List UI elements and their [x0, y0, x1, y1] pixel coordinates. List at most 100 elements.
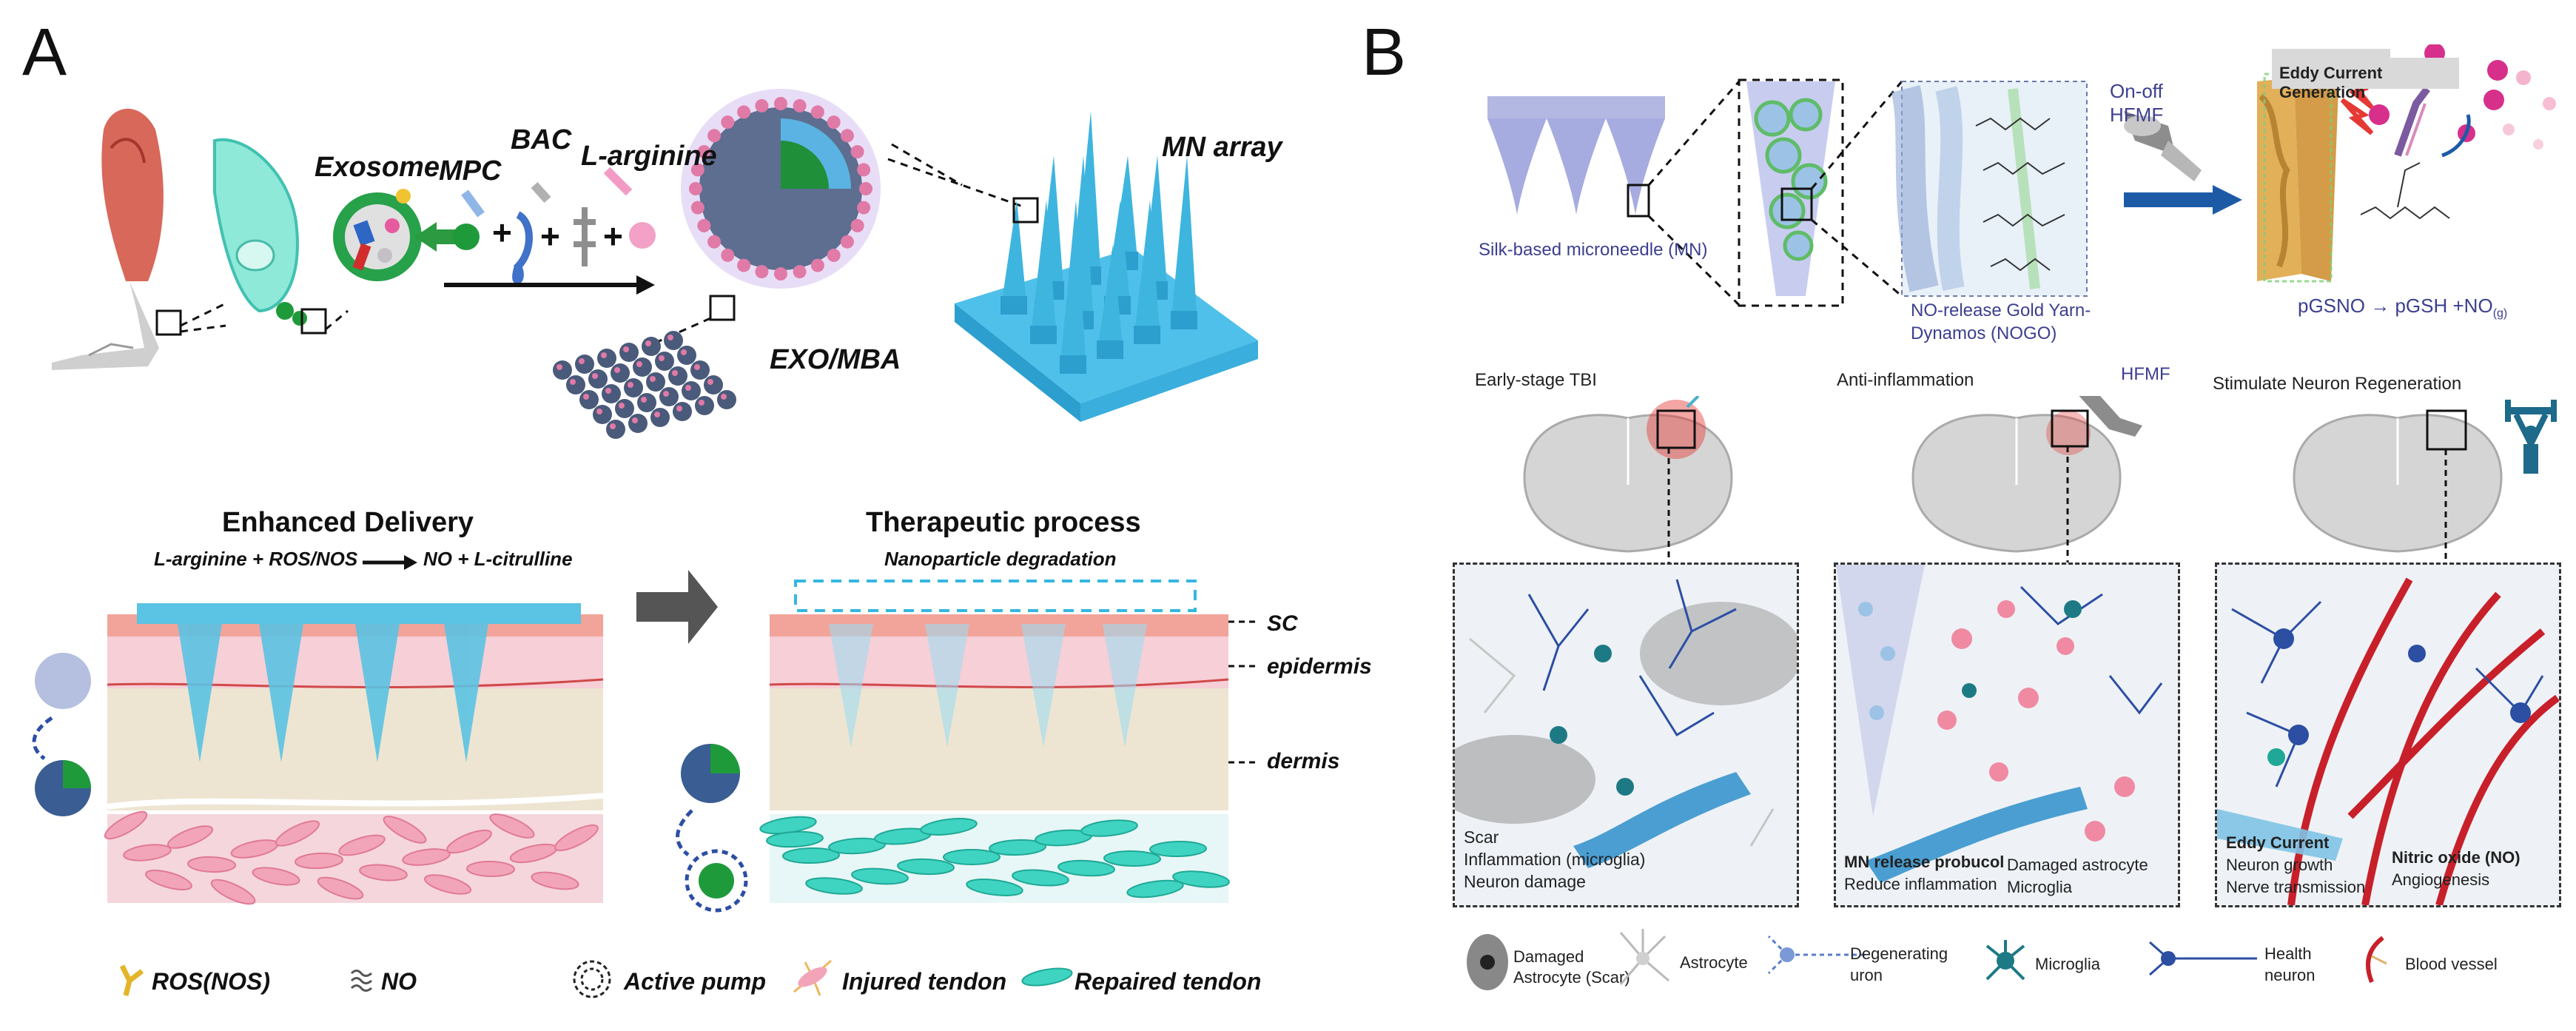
label-bac: BAC	[511, 124, 572, 155]
tendon-cells-repaired	[759, 816, 1230, 899]
needle-zoom-illustration	[1738, 78, 1844, 307]
exo-mba-surface-dots	[689, 97, 872, 281]
side-nanoparticle	[35, 653, 91, 709]
strength-icon	[2505, 400, 2557, 474]
enhanced-delivery-title: Enhanced Delivery	[222, 507, 474, 538]
brain-regeneration	[2293, 409, 2503, 553]
stage-early-tbi: Early-stage TBI	[1475, 370, 1597, 390]
legend-no-icon	[350, 970, 372, 992]
hfmf-device-illustration	[2124, 111, 2202, 181]
box3-nitric-oxide: Nitric oxide (NO)	[2392, 848, 2520, 867]
microneedles-left	[178, 624, 488, 762]
legend-microglia-icon	[1985, 940, 2025, 981]
process-arrow	[636, 570, 718, 644]
enhanced-delivery-equation-left: L-arginine + ROS/NOS	[154, 548, 358, 570]
stage-stimulate-regeneration: Stimulate Neuron Regeneration	[2213, 374, 2462, 394]
regeneration-illustration	[2217, 577, 2559, 905]
equation-arrow	[363, 555, 417, 570]
label-l-arginine: L-arginine	[581, 141, 717, 172]
legend-no-label: NO	[381, 968, 417, 995]
silk-microneedle-illustration	[1487, 96, 1665, 218]
label-pgsno: pGSNO → pGSH +NO(g)	[2298, 295, 2507, 320]
l-arginine-particle	[629, 222, 656, 249]
mpc-particle	[453, 224, 480, 250]
therapeutic-process-title: Therapeutic process	[866, 507, 1141, 538]
label-onoff-line2: HFMF	[2110, 104, 2164, 126]
nogo-polymer-illustration	[1891, 81, 2088, 297]
stage-anti-inflammation: Anti-inflammation	[1837, 370, 1974, 390]
cell-box-regeneration	[2215, 562, 2561, 907]
nanoparticle-lattice-cube	[553, 331, 736, 439]
box3-neuron-growth: Neuron growth	[2226, 856, 2333, 874]
activation-arrow	[2124, 185, 2242, 215]
panel-a-top-schematic: + + +	[52, 89, 1258, 439]
skin-cross-sections	[32, 570, 1258, 913]
legend-blood-vessel-icon	[2366, 936, 2387, 984]
bac-molecule	[574, 207, 596, 266]
box2-damaged-astrocyte: Damaged astrocyte	[2007, 856, 2148, 874]
legend-active-pump-label: Active pump	[624, 968, 767, 995]
layer-label-dermis: dermis	[1267, 749, 1340, 773]
label-silk-microneedle: Silk-based microneedle (MN)	[1479, 240, 1708, 260]
eddy-current-banner: Eddy Current Generation	[2272, 58, 2459, 101]
cell-box-anti-inflammation	[1834, 562, 2180, 907]
exo-mba-nanoparticle	[681, 89, 881, 289]
layer-label-epidermis: epidermis	[1267, 654, 1372, 679]
panel-b-top-schematic	[1487, 44, 2556, 307]
label-onoff-line1: On-off	[2110, 80, 2163, 102]
brain-sections	[1523, 396, 2557, 562]
box2-mn-release: MN release probucol	[1844, 853, 2005, 871]
legend-degenerating-neuron-icon	[1767, 935, 1869, 975]
plus-sign-2: +	[540, 217, 560, 255]
mn-array-needles	[1001, 111, 1197, 374]
plus-sign-3: +	[603, 217, 623, 255]
legend-blood-vessel-label: Blood vessel	[2405, 955, 2498, 973]
legend-health-line2: neuron	[2264, 966, 2316, 984]
box3-nerve-transmission: Nerve transmission	[2226, 878, 2366, 896]
legend-degenerating-line1: Degenerating	[1850, 944, 1948, 963]
legend-ros-icon	[119, 964, 144, 996]
legend-active-pump-icon	[573, 960, 611, 998]
tendon-cell-illustration	[213, 138, 307, 326]
exosome-illustration	[333, 189, 422, 281]
legend-health-line1: Health	[2264, 944, 2312, 963]
box1-inflammation: Inflammation (microglia)	[1464, 850, 1646, 869]
enhanced-delivery-equation-right: NO + L-citrulline	[423, 548, 573, 570]
leg-muscle-illustration	[52, 108, 164, 370]
label-mn-array: MN array	[1162, 132, 1282, 163]
legend-health-neuron-icon	[2149, 941, 2257, 976]
label-mpc: MPC	[439, 155, 502, 187]
legend-damaged-line2: Astrocyte (Scar)	[1513, 968, 1630, 987]
legend-injured-tendon-icon	[793, 959, 832, 996]
legend-damaged-astrocyte-icon	[1467, 934, 1508, 990]
stage-hfmf-label: HFMF	[2121, 364, 2170, 384]
label-exosome: Exosome	[315, 152, 440, 183]
bac-molecule-blue	[512, 211, 533, 284]
panel-letter-b: B	[1362, 16, 1407, 90]
panel-letter-a: A	[22, 16, 67, 90]
early-tbi-illustration	[1455, 579, 1797, 868]
legend-damaged-line1: Damaged	[1513, 947, 1584, 966]
eddy-current-label: Eddy Current Generation	[2279, 64, 2383, 101]
legend-repaired-tendon-label: Repaired tendon	[1075, 968, 1262, 995]
cell-box-early-tbi	[1453, 562, 1799, 907]
pgsno-text: pGSNO → pGSH +NO	[2298, 295, 2493, 317]
layer-label-sc: SC	[1267, 611, 1298, 636]
box1-scar: Scar	[1464, 827, 1499, 847]
label-nogo-line2: Dynamos (NOGO)	[1911, 323, 2057, 343]
microneedles-right	[829, 624, 1147, 748]
legend-astrocyte-icon	[1619, 929, 1669, 985]
legend-injured-tendon-label: Injured tendon	[842, 968, 1007, 995]
legend-repaired-tendon-icon	[1021, 967, 1073, 987]
anti-inflammation-illustration	[1836, 565, 2163, 883]
brain-anti-inflammation	[1911, 396, 2142, 553]
label-nogo-line1: NO-release Gold Yarn-	[1911, 300, 2091, 320]
tendon-cells-injured	[104, 810, 599, 905]
box3-eddy-current: Eddy Current	[2226, 833, 2330, 852]
legend-microglia-label: Microglia	[2035, 955, 2101, 973]
pgsno-subscript: (g)	[2492, 307, 2508, 320]
box1-neuron-damage: Neuron damage	[1464, 872, 1586, 891]
box2-microglia: Microglia	[2007, 878, 2073, 896]
brain-early-tbi	[1523, 396, 1733, 553]
legend-astrocyte-label: Astrocyte	[1680, 953, 1748, 972]
